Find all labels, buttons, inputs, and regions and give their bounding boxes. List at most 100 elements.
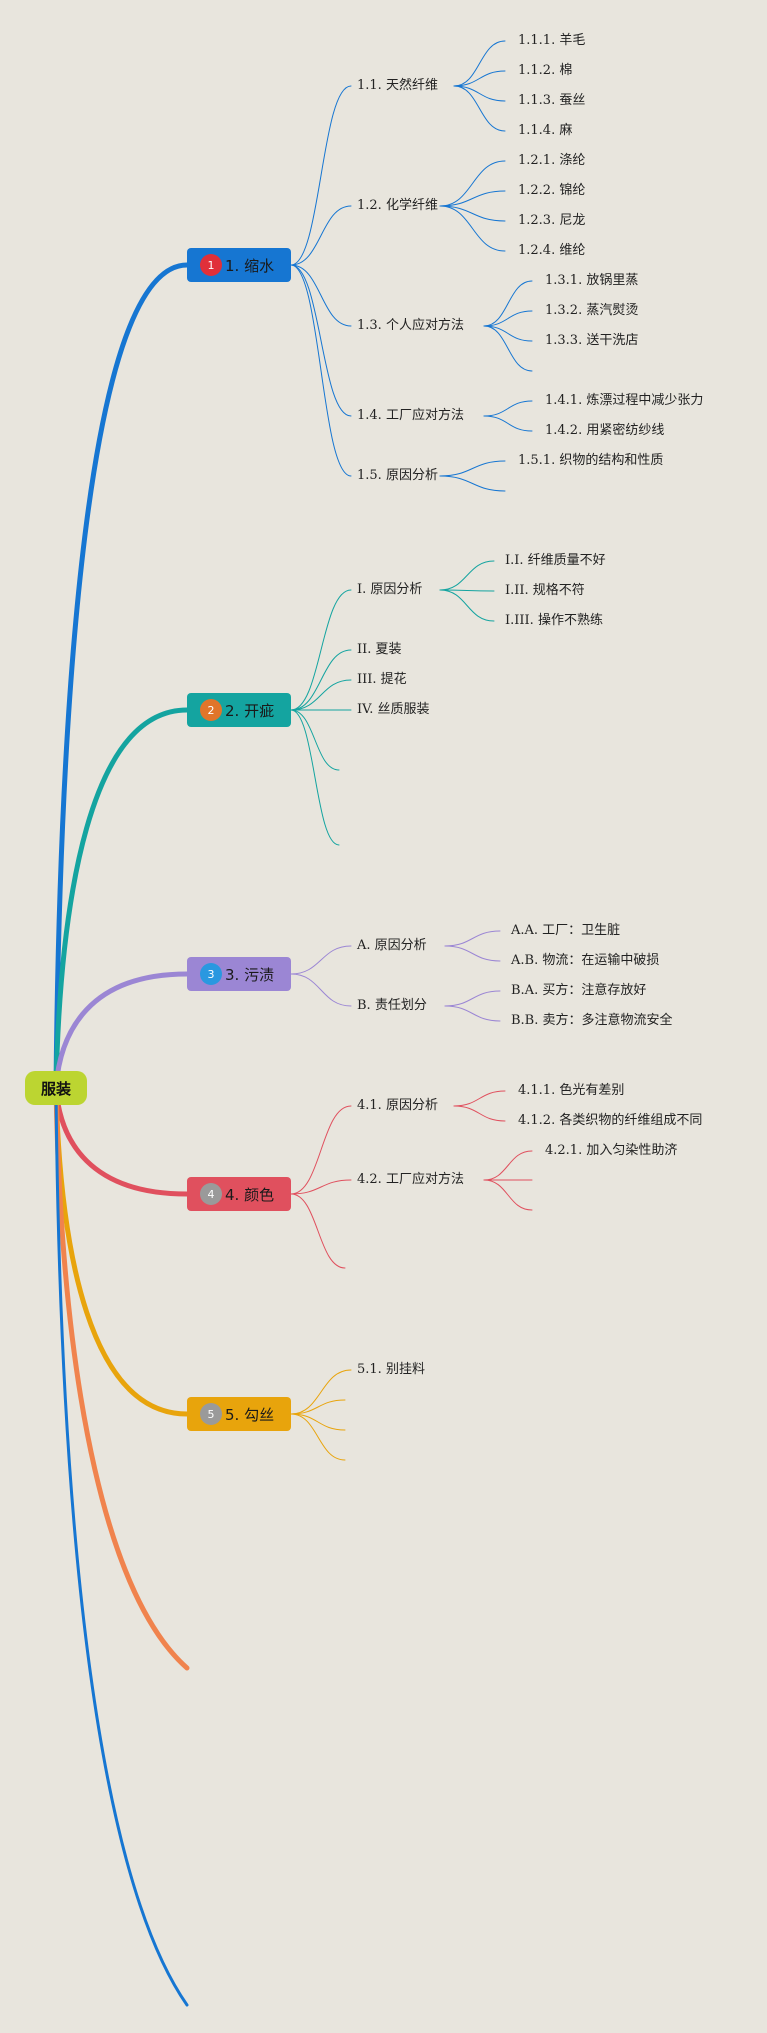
- subtopic-label[interactable]: 1.5. 原因分析: [357, 468, 438, 483]
- connector-line: [290, 709, 340, 771]
- leaf-label[interactable]: 1.4.2. 用紧密纺纱线: [545, 423, 665, 438]
- subtopic-label[interactable]: B. 责任划分: [357, 998, 427, 1013]
- connector-line: [290, 1399, 346, 1415]
- connector-line: [290, 709, 340, 846]
- connector-line: [290, 264, 352, 327]
- subtopic-label[interactable]: I. 原因分析: [357, 582, 423, 597]
- connector-line: [290, 264, 352, 417]
- leaf-label[interactable]: 1.3.3. 送干洗店: [545, 333, 639, 348]
- topic-label: 1. 缩水: [225, 256, 275, 275]
- connector-line: [439, 460, 506, 477]
- connector-line: [290, 1413, 346, 1461]
- leaf-label[interactable]: I.III. 操作不熟练: [505, 613, 603, 628]
- connector-line: [483, 310, 533, 327]
- leaf-label[interactable]: A.A. 工厂：卫生脏: [511, 923, 621, 938]
- connector-line: [483, 280, 533, 327]
- topic-label: 3. 污渍: [225, 965, 275, 984]
- subtopic-label[interactable]: III. 提花: [357, 672, 407, 687]
- connector-line: [453, 40, 506, 87]
- branch-line: [53, 707, 190, 1091]
- connector-line: [439, 589, 495, 622]
- root-topic[interactable]: 服装: [25, 1071, 87, 1105]
- subtopic-label[interactable]: 1.3. 个人应对方法: [357, 318, 464, 333]
- priority-1-icon: 1: [200, 254, 222, 276]
- leaf-label[interactable]: 4.1.1. 色光有差别: [518, 1083, 625, 1098]
- connector-line: [290, 1179, 352, 1195]
- connector-line: [290, 649, 352, 711]
- leaf-label[interactable]: 4.2.1. 加入匀染性助济: [545, 1143, 678, 1158]
- leaf-label[interactable]: I.II. 规格不符: [505, 583, 585, 598]
- leaf-label[interactable]: 1.3.1. 放锅里蒸: [545, 273, 639, 288]
- connector-line: [483, 415, 533, 432]
- leaf-label[interactable]: 4.1.2. 各类织物的纤维组成不同: [518, 1113, 703, 1128]
- connector-line: [483, 400, 533, 417]
- priority-4-icon: 4: [200, 1183, 222, 1205]
- topic-label: 5. 勾丝: [225, 1405, 275, 1424]
- connector-line: [439, 205, 506, 252]
- topic-shrinkage[interactable]: 1 1. 缩水: [187, 248, 291, 282]
- topic-color[interactable]: 4 4. 颜色: [187, 1177, 291, 1211]
- connector-line: [453, 85, 506, 132]
- leaf-label[interactable]: A.B. 物流：在运输中破损: [511, 953, 660, 968]
- subtopic-label[interactable]: 1.1. 天然纤维: [357, 78, 438, 93]
- connector-line: [439, 190, 506, 207]
- subtopic-label[interactable]: A. 原因分析: [357, 938, 427, 953]
- subtopic-label[interactable]: II. 夏装: [357, 642, 402, 657]
- connector-line: [439, 475, 506, 492]
- leaf-label[interactable]: 1.1.3. 蚕丝: [518, 93, 586, 108]
- priority-2-icon: 2: [200, 699, 222, 721]
- subtopic-label[interactable]: IV. 丝质服装: [357, 702, 430, 717]
- connector-line: [453, 1105, 506, 1122]
- connector-line: [483, 325, 533, 372]
- connector-line: [453, 1090, 506, 1107]
- leaf-label[interactable]: 1.3.2. 蒸汽熨烫: [545, 303, 639, 318]
- connector-line: [453, 85, 506, 102]
- connector-line: [290, 1105, 352, 1195]
- leaf-label[interactable]: 1.2.3. 尼龙: [518, 213, 586, 228]
- connector-line: [290, 1193, 346, 1269]
- connector-line: [444, 1005, 501, 1022]
- topic-label: 2. 开疵: [225, 701, 275, 720]
- leaf-label[interactable]: 1.1.2. 棉: [518, 63, 573, 78]
- leaf-label[interactable]: 1.1.1. 羊毛: [518, 33, 586, 48]
- connector-line: [444, 930, 501, 947]
- leaf-label[interactable]: 1.2.2. 锦纶: [518, 183, 586, 198]
- connector-line: [290, 973, 352, 1007]
- subtopic-label[interactable]: 4.1. 原因分析: [357, 1098, 438, 1113]
- branch-line: [53, 1085, 190, 1671]
- leaf-label[interactable]: 1.2.4. 维纶: [518, 243, 586, 258]
- connector-line: [290, 589, 352, 711]
- connector-line: [439, 560, 495, 591]
- leaf-label[interactable]: B.A. 买方：注意存放好: [511, 983, 647, 998]
- connector-line: [290, 1369, 352, 1415]
- connector-line: [290, 679, 352, 711]
- topic-defect[interactable]: 2 2. 开疵: [187, 693, 291, 727]
- subtopic-label[interactable]: 5.1. 别挂料: [357, 1362, 425, 1377]
- connector-line: [290, 85, 352, 266]
- topic-snag[interactable]: 5 5. 勾丝: [187, 1397, 291, 1431]
- subtopic-label[interactable]: 1.2. 化学纤维: [357, 198, 438, 213]
- connector-line: [290, 945, 352, 975]
- connector-line: [439, 160, 506, 207]
- leaf-label[interactable]: 1.1.4. 麻: [518, 123, 573, 138]
- connector-line: [453, 70, 506, 87]
- leaf-label[interactable]: B.B. 卖方：多注意物流安全: [511, 1013, 673, 1028]
- connector-line: [439, 589, 495, 592]
- topic-stain[interactable]: 3 3. 污渍: [187, 957, 291, 991]
- subtopic-label[interactable]: 4.2. 工厂应对方法: [357, 1172, 464, 1187]
- leaf-label[interactable]: 1.4.1. 炼漂过程中减少张力: [545, 393, 704, 408]
- connector-line: [439, 205, 506, 222]
- subtopic-label[interactable]: 1.4. 工厂应对方法: [357, 408, 464, 423]
- topic-label: 4. 颜色: [225, 1185, 275, 1204]
- leaf-label[interactable]: I.I. 纤维质量不好: [505, 553, 606, 568]
- leaf-label[interactable]: 1.5.1. 织物的结构和性质: [518, 453, 664, 468]
- connector-line: [483, 1150, 533, 1181]
- branch-line: [53, 262, 190, 1091]
- priority-5-icon: 5: [200, 1403, 222, 1425]
- connector-line: [290, 1413, 346, 1431]
- leaf-label[interactable]: 1.2.1. 涤纶: [518, 153, 586, 168]
- branch-line: [53, 971, 190, 1091]
- connector-line: [483, 325, 533, 342]
- branch-line: [54, 1086, 189, 2007]
